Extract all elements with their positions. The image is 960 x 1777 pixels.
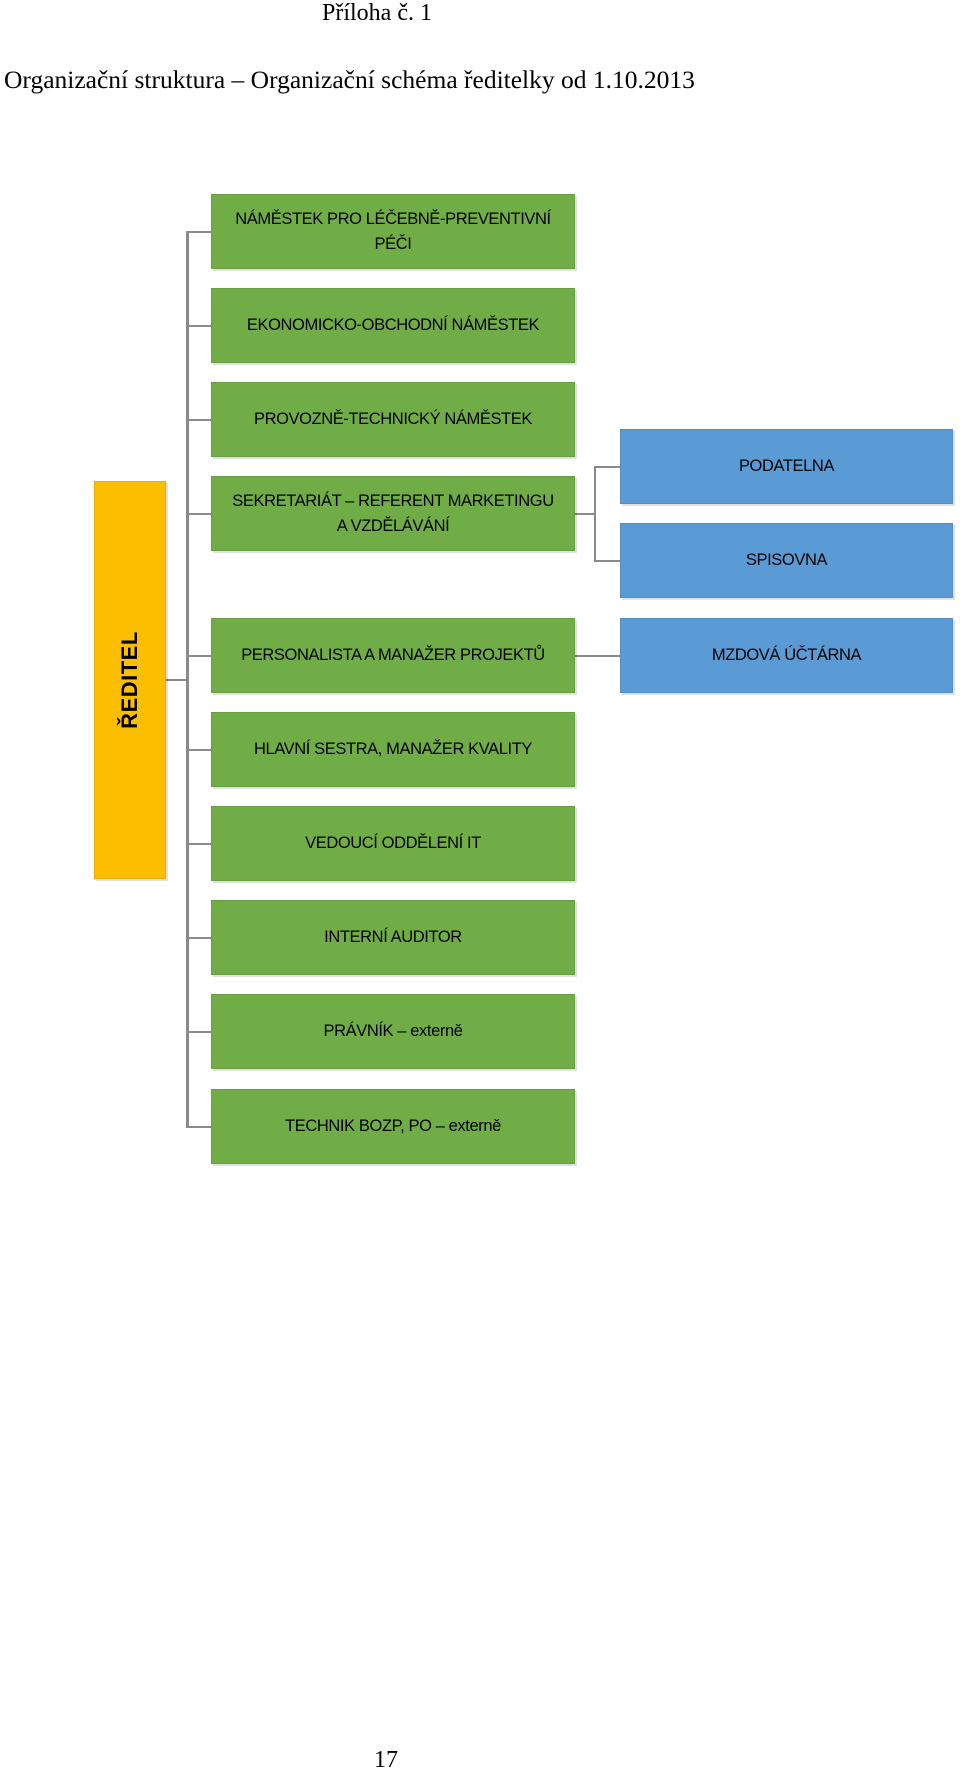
branch-line-10 <box>186 1126 211 1128</box>
org-box-label: SEKRETARIÁT – REFERENT MARKETINGU <box>232 491 554 510</box>
director-connector <box>166 679 188 681</box>
trunk-line <box>186 231 189 1128</box>
org-box-head-nurse: HLAVNÍ SESTRA, MANAŽER KVALITY <box>211 712 575 787</box>
org-box-label: MZDOVÁ ÚČTÁRNA <box>711 646 862 664</box>
branch-line-7 <box>186 843 211 845</box>
branch-line-4 <box>186 513 211 515</box>
org-box-medical-deputy: NÁMĚSTEK PRO LÉČEBNĚ-PREVENTIVNÍ PÉČI <box>211 194 575 269</box>
branch-line-8 <box>186 937 211 939</box>
org-box-label: PROVOZNĚ-TECHNICKÝ NÁMĚSTEK <box>254 410 532 428</box>
org-box-payroll: MZDOVÁ ÚČTÁRNA <box>620 618 953 693</box>
org-box-technical-deputy: PROVOZNĚ-TECHNICKÝ NÁMĚSTEK <box>211 382 575 457</box>
org-box-internal-auditor: INTERNÍ AUDITOR <box>211 900 575 975</box>
org-box-secretariat: SEKRETARIÁT – REFERENT MARKETINGU A VZDĚ… <box>211 476 575 551</box>
org-box-label: NÁMĚSTEK PRO LÉČEBNĚ-PREVENTIVNÍ <box>235 209 551 228</box>
branch-line-2 <box>186 325 211 327</box>
org-box-lawyer: PRÁVNÍK – externě <box>211 994 575 1069</box>
secretariat-connector <box>575 513 596 515</box>
org-box-it-head: VEDOUCÍ ODDĚLENÍ IT <box>211 806 575 881</box>
org-box-label: PODATELNA <box>738 457 835 475</box>
annex-label: Příloha č. 1 <box>322 0 432 26</box>
org-box-podatelna: PODATELNA <box>620 429 953 504</box>
branch-line-6 <box>186 749 211 751</box>
org-box-label: TECHNIK BOZP, PO – externě <box>285 1117 501 1135</box>
org-box-label: PÉČI <box>374 234 412 253</box>
org-box-label: INTERNÍ AUDITOR <box>324 928 462 946</box>
org-box-safety-technician: TECHNIK BOZP, PO – externě <box>211 1089 575 1164</box>
org-box-personnel: PERSONALISTA A MANAŽER PROJEKTŮ <box>211 618 575 693</box>
org-box-label: HLAVNÍ SESTRA, MANAŽER KVALITY <box>253 740 533 758</box>
org-box-economic-deputy: EKONOMICKO-OBCHODNÍ NÁMĚSTEK <box>211 288 575 363</box>
org-box-label: SPISOVNA <box>745 551 828 569</box>
org-box-label: PERSONALISTA A MANAŽER PROJEKTŮ <box>241 646 545 664</box>
podatelna-branch <box>594 466 620 468</box>
org-box-spisovna: SPISOVNA <box>620 523 953 598</box>
org-box-label: PRÁVNÍK – externě <box>323 1022 463 1040</box>
branch-line-1 <box>186 231 211 233</box>
page-number: 17 <box>374 1747 398 1773</box>
org-box-label: VEDOUCÍ ODDĚLENÍ IT <box>305 834 481 852</box>
branch-line-5 <box>186 655 211 657</box>
org-box-label: EKONOMICKO-OBCHODNÍ NÁMĚSTEK <box>246 316 540 334</box>
director-label: ŘEDITEL <box>117 631 142 729</box>
spisovna-branch <box>594 560 620 562</box>
secretariat-units-trunk <box>594 466 596 562</box>
branch-line-3 <box>186 419 211 421</box>
page-title: Organizační struktura – Organizační sché… <box>4 65 695 94</box>
personnel-connector <box>575 655 620 657</box>
org-box-label: A VZDĚLÁVÁNÍ <box>336 516 450 535</box>
branch-line-9 <box>186 1031 211 1033</box>
director-box: ŘEDITEL <box>94 481 166 879</box>
